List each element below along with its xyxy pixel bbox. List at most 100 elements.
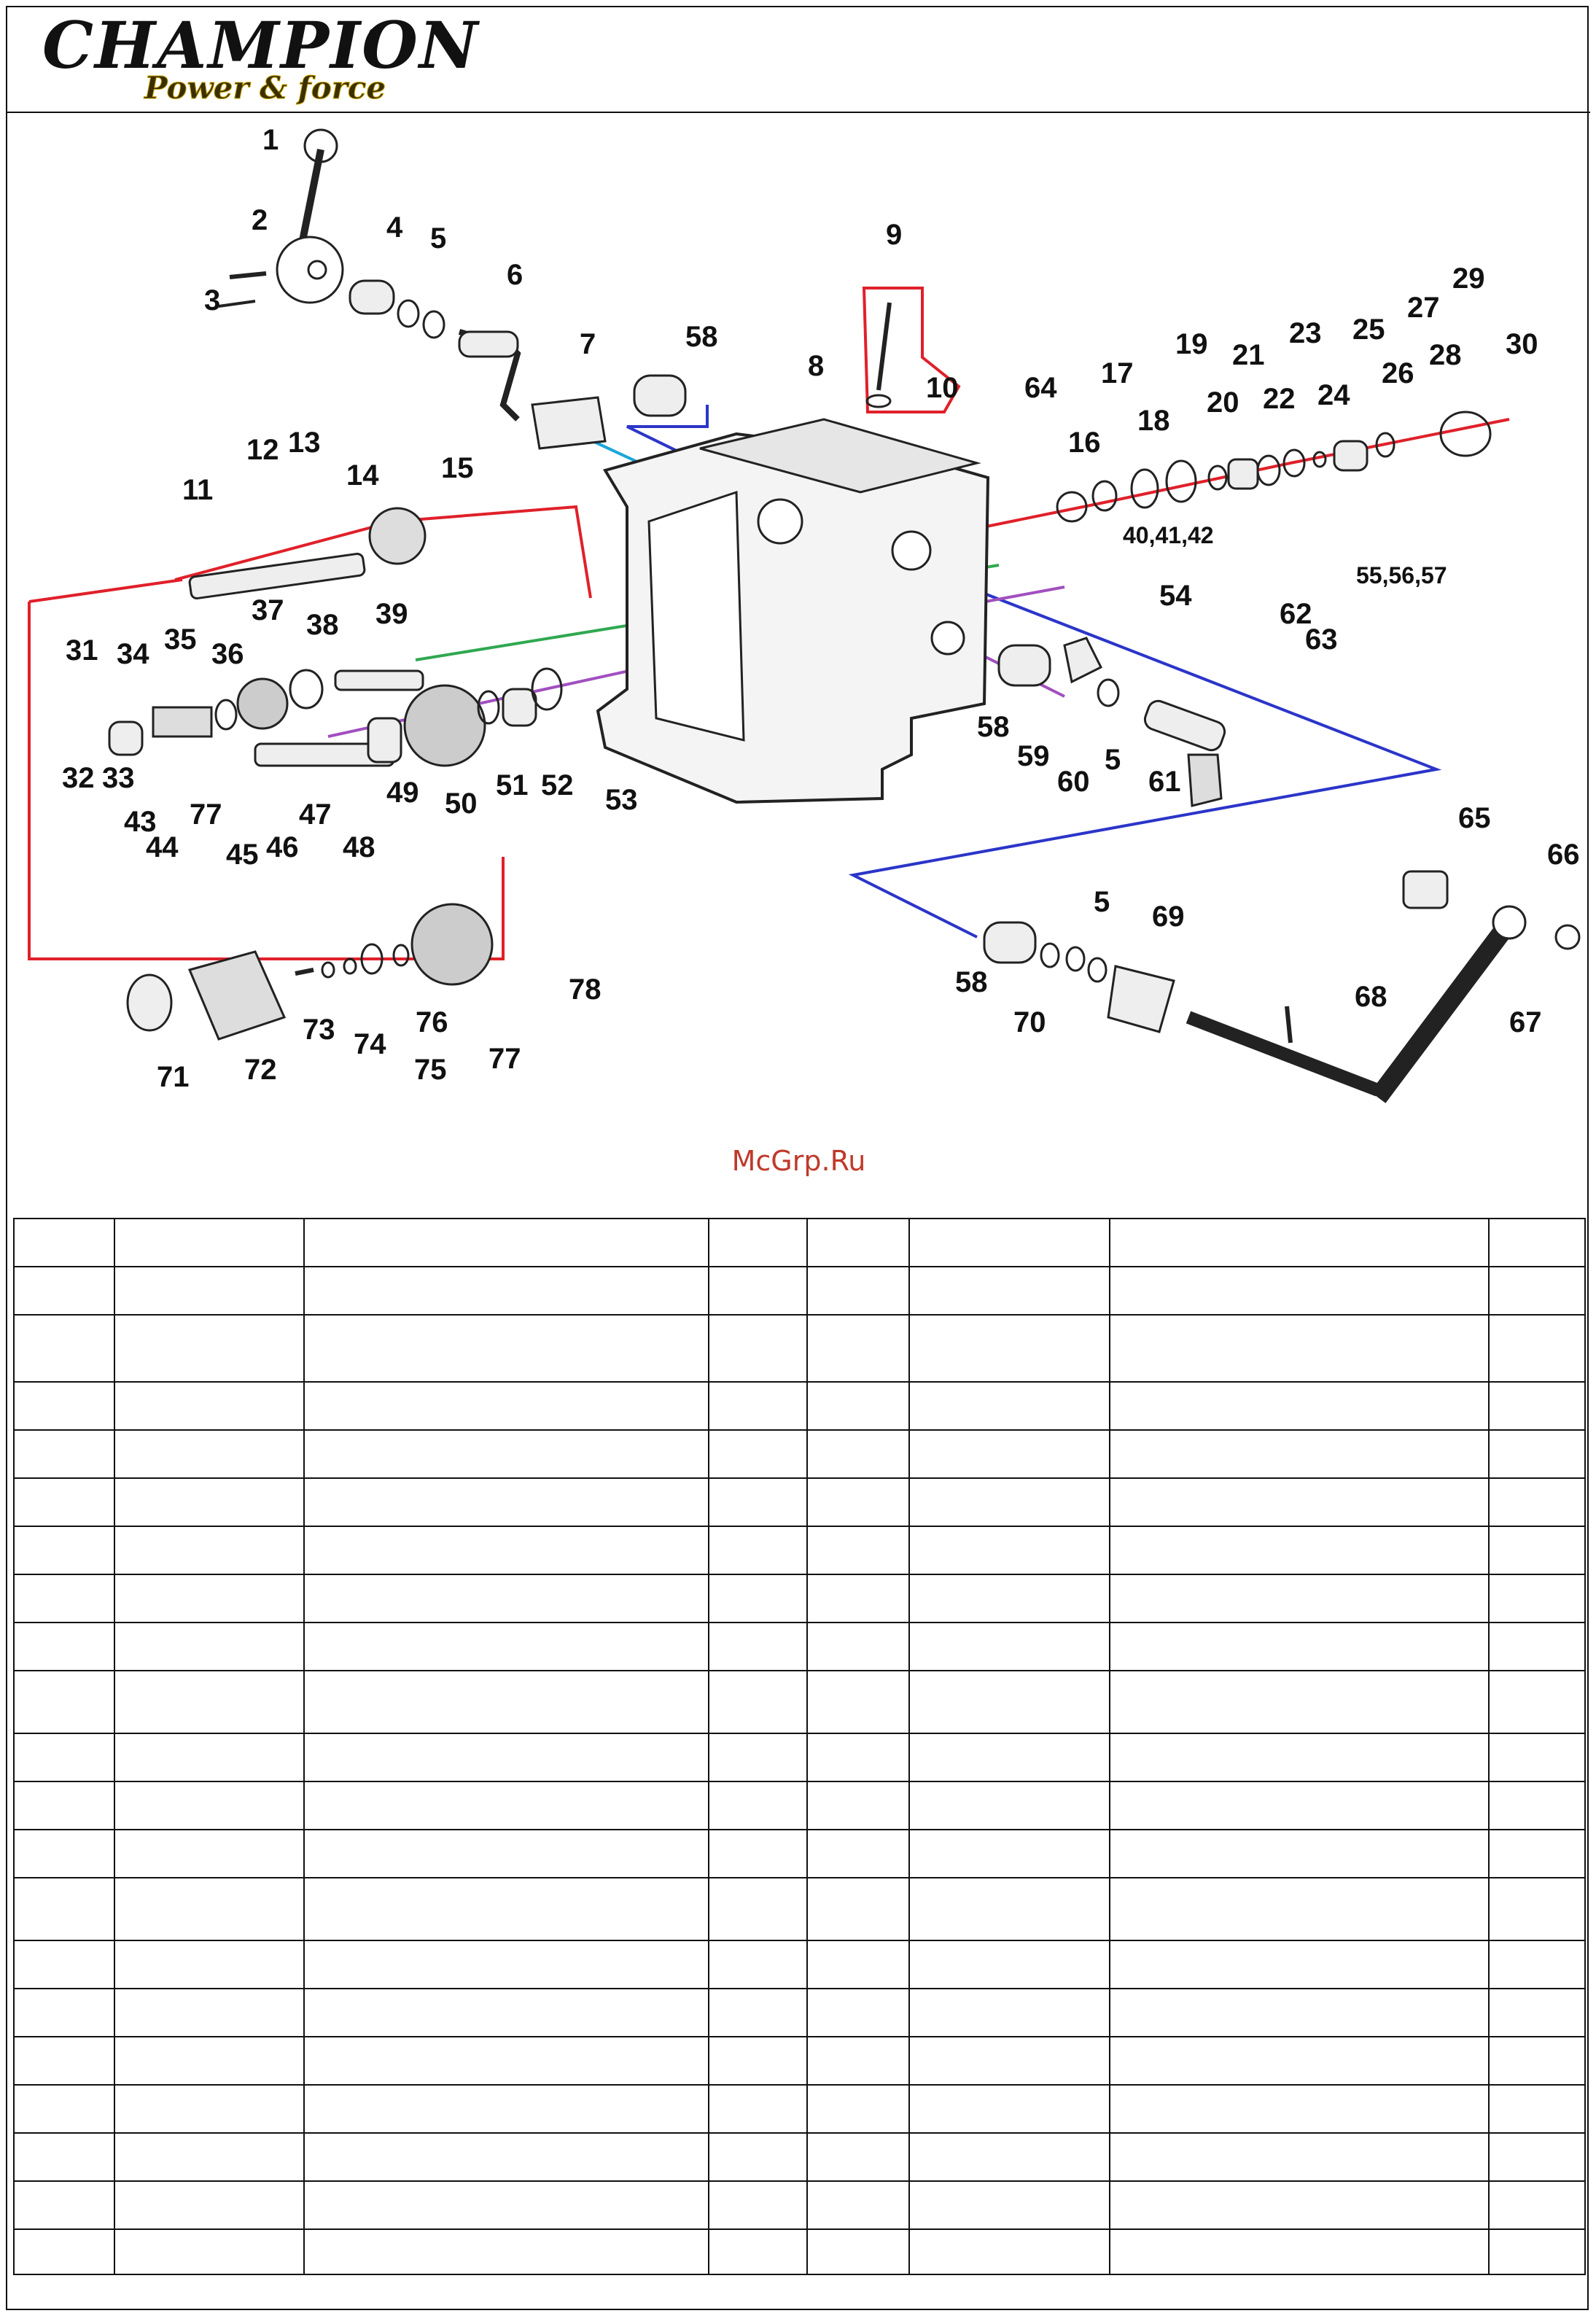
fork-60 <box>1063 637 1103 684</box>
table-cell <box>114 1477 305 1527</box>
callout-51: 51 <box>496 769 529 801</box>
table-cell <box>1488 1477 1586 1527</box>
table-cell <box>1109 1381 1490 1431</box>
table-cell <box>806 2180 910 2230</box>
callout-69: 69 <box>1152 901 1185 933</box>
callout-7: 7 <box>580 328 596 360</box>
table-row <box>13 1429 1586 1479</box>
clip-70 <box>1040 942 1060 968</box>
table-cell <box>1488 2228 1586 2275</box>
table-cell <box>1109 1781 1490 1830</box>
table-row <box>13 2084 1586 2134</box>
table-cell <box>114 2084 305 2134</box>
table-cell <box>1488 1526 1586 1575</box>
table-row <box>13 1829 1586 1878</box>
table-cell <box>908 2036 1110 2086</box>
callout-47: 47 <box>299 798 332 831</box>
lever-hub <box>276 236 344 304</box>
table-cell <box>1488 1733 1586 1782</box>
red-bracket-9 <box>862 287 961 413</box>
callout-64: 64 <box>1024 372 1057 404</box>
table-cell <box>1109 1877 1490 1941</box>
table-cell <box>908 1218 1110 1267</box>
table-cell <box>303 1781 709 1830</box>
table-cell <box>1488 1877 1586 1941</box>
table-cell <box>13 1266 115 1316</box>
oring-17 <box>1091 480 1118 512</box>
washer-75 <box>343 957 357 975</box>
clutch-drum-72 <box>187 950 287 1041</box>
washer-36 <box>214 699 238 731</box>
table-cell <box>303 2180 709 2230</box>
table-cell <box>1109 1526 1490 1575</box>
callout-63: 63 <box>1305 623 1338 656</box>
table-cell <box>708 1940 808 1989</box>
table-cell <box>114 1429 305 1479</box>
table-cell <box>1488 1429 1586 1479</box>
callout-29: 29 <box>1452 263 1485 295</box>
table-cell <box>708 1218 808 1267</box>
table-cell <box>908 1526 1110 1575</box>
table-cell <box>1109 1988 1490 2037</box>
table-cell <box>908 2180 1110 2230</box>
table-row <box>13 1574 1586 1623</box>
table-cell <box>1109 2180 1490 2230</box>
callout-12: 12 <box>246 434 279 466</box>
red-assembly-line-2 <box>28 578 183 603</box>
callout-36: 36 <box>211 638 244 670</box>
housing-bore-1 <box>757 498 803 545</box>
callout-54: 54 <box>1159 580 1192 612</box>
table-cell <box>806 1574 910 1623</box>
callout-40-41-42: 40,41,42 <box>1123 522 1214 548</box>
callout-71: 71 <box>157 1061 190 1093</box>
table-cell <box>908 1477 1110 1527</box>
table-cell <box>908 1381 1110 1431</box>
table-cell <box>114 1940 305 1989</box>
table-row <box>13 1477 1586 1527</box>
callout-32: 32 <box>62 762 95 794</box>
table-row <box>13 1988 1586 2037</box>
callout-19: 19 <box>1175 328 1208 360</box>
table-cell <box>708 1266 808 1316</box>
callout-78: 78 <box>569 974 602 1006</box>
housing-bore-3 <box>930 621 965 656</box>
callout-14: 14 <box>346 459 379 491</box>
table-cell <box>303 2228 709 2275</box>
table-cell <box>303 2036 709 2086</box>
callout-35: 35 <box>164 623 197 656</box>
table-row <box>13 1781 1586 1830</box>
callout-10: 10 <box>926 372 959 404</box>
table-cell <box>806 1381 910 1431</box>
table-cell <box>303 1314 709 1383</box>
table-cell <box>1488 2180 1586 2230</box>
table-cell <box>13 2132 115 2182</box>
table-cell <box>114 2180 305 2230</box>
callout-74: 74 <box>354 1028 386 1060</box>
callout-23: 23 <box>1289 317 1322 349</box>
seal-18 <box>1130 468 1159 509</box>
callout-61: 61 <box>1148 766 1181 798</box>
dipstick-9 <box>876 302 892 391</box>
nut-66 <box>1554 924 1581 950</box>
callout-45: 45 <box>226 839 259 871</box>
table-cell <box>13 1477 115 1527</box>
callout-3: 3 <box>204 284 220 316</box>
arm-pivot-67 <box>1492 905 1527 940</box>
table-cell <box>114 1574 305 1623</box>
table-cell <box>114 2036 305 2086</box>
callout-17: 17 <box>1101 357 1134 389</box>
table-cell <box>1488 1574 1586 1623</box>
washer-74 <box>321 961 335 979</box>
header: CHAMPION ® Power & force <box>7 7 1590 113</box>
callout-26: 26 <box>1382 357 1414 389</box>
table-cell <box>1109 2132 1490 2182</box>
table-cell <box>908 1829 1110 1878</box>
callout-30: 30 <box>1506 328 1538 360</box>
bush-58-mid <box>997 644 1051 687</box>
callout-48: 48 <box>343 831 375 863</box>
registered-mark: ® <box>369 26 379 41</box>
callout-73: 73 <box>303 1014 335 1046</box>
callout-27: 27 <box>1407 292 1440 324</box>
shift-arm-67 <box>1370 917 1517 1103</box>
bushing-49 <box>367 717 402 763</box>
